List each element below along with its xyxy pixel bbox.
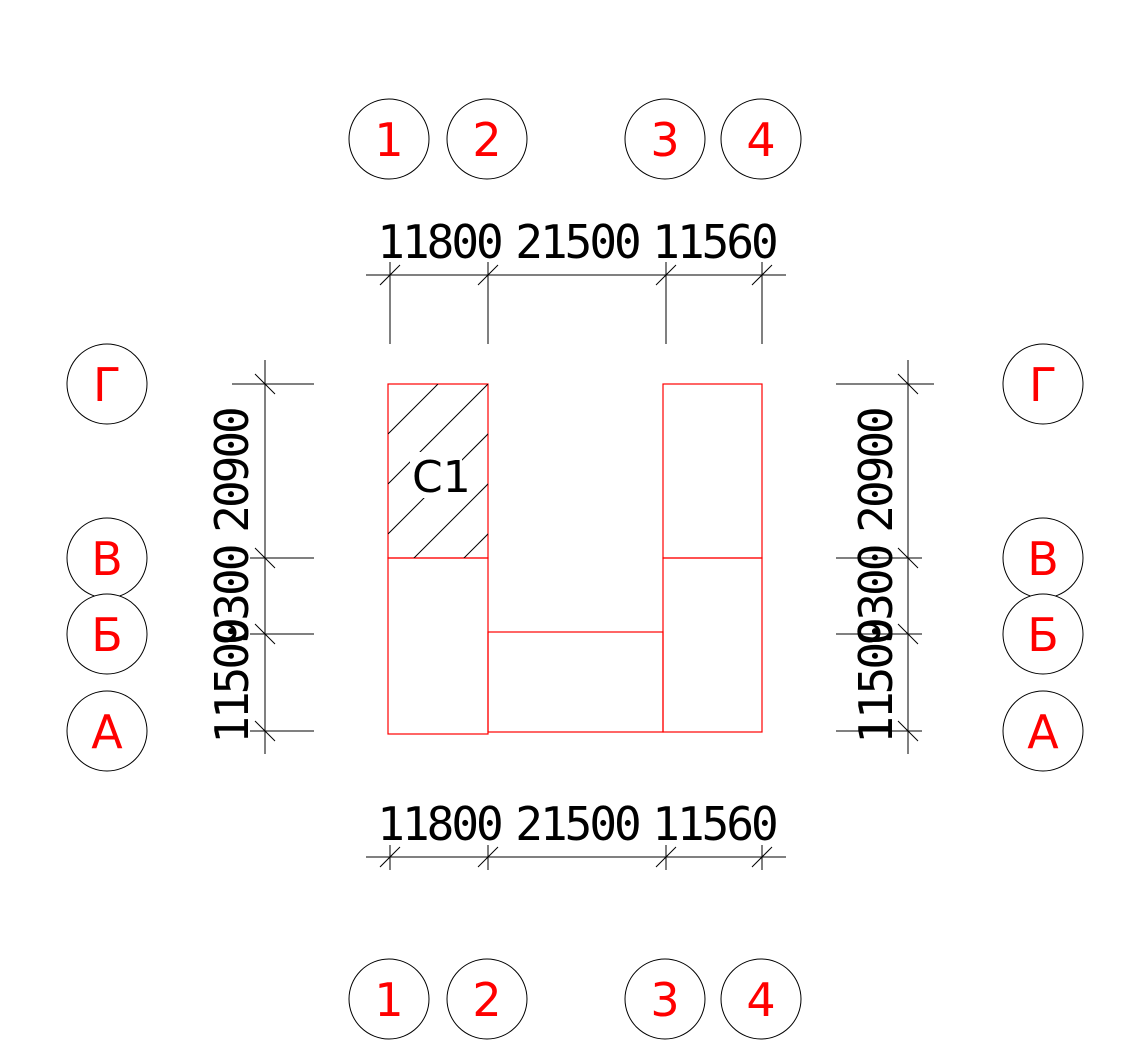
axis-bubble-bottom-2: 2	[446, 958, 528, 1040]
dim-right-3: 11500	[849, 620, 903, 744]
room-right-upper	[662, 383, 763, 559]
axis-label-top-1: 1	[374, 113, 403, 167]
axis-bubbles-bottom: 1 2 3 4	[348, 958, 802, 1040]
axis-bubble-bottom-3: 3	[624, 958, 706, 1040]
axis-bubble-bottom-1: 1	[348, 958, 430, 1040]
axis-bubbles-right: Г В Б А	[1002, 343, 1084, 772]
dim-left-1: 20900	[205, 409, 259, 533]
axis-bubble-left-g: Г	[66, 343, 148, 425]
dimension-chain-bottom: 11800 21500 11560	[366, 797, 786, 870]
axis-bubble-left-v: В	[66, 517, 148, 599]
dim-top-1: 11800	[377, 215, 501, 269]
dim-left-2: 9300	[205, 546, 259, 645]
axis-label-right-b: Б	[1027, 608, 1059, 662]
axis-label-top-4: 4	[746, 113, 775, 167]
axis-bubble-top-2: 2	[446, 98, 528, 180]
axis-label-right-g: Г	[1029, 358, 1057, 412]
building-outline	[387, 383, 763, 735]
axis-label-left-b: Б	[91, 608, 123, 662]
dim-top-2: 21500	[515, 215, 639, 269]
axis-label-left-a: А	[91, 705, 123, 759]
dim-right-1: 20900	[849, 409, 903, 533]
dim-right-2: 9300	[849, 546, 903, 645]
axis-bubble-right-g: Г	[1002, 343, 1084, 425]
axis-label-left-v: В	[91, 532, 123, 586]
axis-bubble-top-3: 3	[624, 98, 706, 180]
axis-bubble-top-4: 4	[720, 98, 802, 180]
dim-bottom-2: 21500	[515, 797, 639, 851]
room-left-lower	[387, 557, 489, 735]
axis-label-bottom-3: 3	[650, 973, 679, 1027]
dimension-chain-left: 20900 9300 11500	[205, 360, 314, 754]
axis-bubble-right-v: В	[1002, 517, 1084, 599]
dim-bottom-3: 11560	[652, 797, 776, 851]
dimension-chain-top: 11800 21500 11560	[366, 215, 786, 344]
axis-bubble-top-1: 1	[348, 98, 430, 180]
axis-bubble-left-b: Б	[66, 593, 148, 675]
dim-bottom-1: 11800	[377, 797, 501, 851]
axis-bubbles-left: Г В Б А	[66, 343, 148, 772]
axis-bubble-right-a: А	[1002, 690, 1084, 772]
room-right-lower	[662, 557, 763, 733]
axis-bubble-bottom-4: 4	[720, 958, 802, 1040]
axis-label-top-3: 3	[650, 113, 679, 167]
dim-left-3: 11500	[205, 620, 259, 744]
dimension-chain-right: 20900 9300 11500	[836, 360, 934, 754]
room-middle	[487, 631, 664, 733]
axis-bubble-right-b: Б	[1002, 593, 1084, 675]
axis-label-right-a: А	[1027, 705, 1059, 759]
axis-bubbles-top: 1 2 3 4	[348, 98, 802, 180]
dim-top-3: 11560	[652, 215, 776, 269]
axis-bubble-left-a: А	[66, 690, 148, 772]
axis-label-bottom-4: 4	[746, 973, 775, 1027]
axis-label-left-g: Г	[93, 358, 121, 412]
axis-label-right-v: В	[1027, 532, 1059, 586]
axis-label-top-2: 2	[472, 113, 501, 167]
section-tag: С1	[412, 452, 471, 503]
section-hatch	[388, 384, 488, 558]
axis-label-bottom-2: 2	[472, 973, 501, 1027]
axis-label-bottom-1: 1	[374, 973, 403, 1027]
